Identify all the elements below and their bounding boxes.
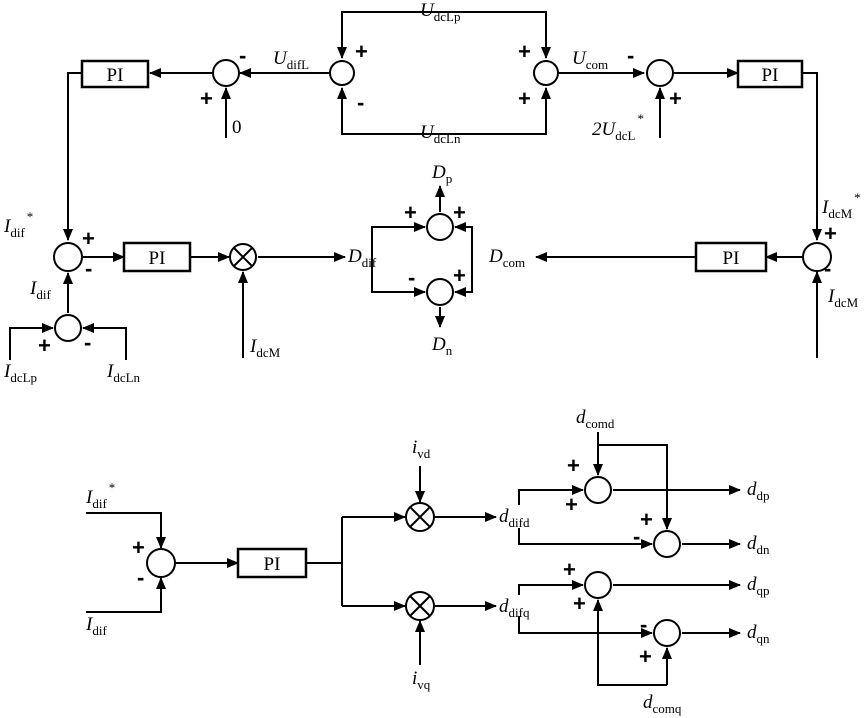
label-i-dcm: IdcM <box>249 336 281 360</box>
sum-junction-idif <box>53 242 83 272</box>
plus-sign: + <box>639 644 652 669</box>
multiplier-top <box>229 243 257 271</box>
sum-junction-bottom-idif <box>146 548 176 578</box>
plus-sign: + <box>453 200 466 225</box>
plus-sign: + <box>518 39 531 64</box>
sum-junction-idcm <box>802 242 832 272</box>
plus-sign: + <box>563 557 576 582</box>
top-wires <box>9 11 822 360</box>
label-i-dclp: IdcLp <box>3 361 37 385</box>
plus-sign: + <box>453 263 466 288</box>
label-u-dcln: UdcLn <box>420 122 461 146</box>
plus-sign: + <box>567 453 580 478</box>
plus-sign: + <box>518 86 531 111</box>
pi-block-top-left: PI <box>80 59 150 89</box>
minus-sign: - <box>357 90 364 115</box>
pi-label: PI <box>723 248 740 269</box>
pi-label: PI <box>762 65 779 86</box>
minus-sign: - <box>824 256 831 281</box>
sum-junction-ucom <box>533 60 559 86</box>
plus-sign: + <box>404 200 417 225</box>
label-bottom-i-dif-ref: Idif* <box>85 480 115 511</box>
label-i-dcm-feedback: IdcM <box>827 286 859 310</box>
plus-sign: + <box>38 333 51 358</box>
plus-sign: + <box>355 39 368 64</box>
minus-sign: - <box>640 612 647 637</box>
label-d-difd: ddifd <box>499 506 530 530</box>
label-d-com: Dcom <box>488 246 525 270</box>
multipliers <box>229 243 435 621</box>
sum-junction-ddn <box>653 530 681 558</box>
sum-junction-right-top <box>646 59 674 87</box>
sum-junction-dqn <box>653 619 681 647</box>
sum-junction-dp <box>426 213 454 241</box>
label-i-dif-ref: Idif* <box>3 209 33 240</box>
minus-sign: - <box>627 43 634 68</box>
pi-label: PI <box>107 65 124 86</box>
label-d-qn: dqn <box>747 622 770 646</box>
label-2-udcl-ref: 2UdcL* <box>592 111 644 143</box>
label-d-n: Dn <box>431 334 453 358</box>
sum-junction-dn <box>426 278 454 306</box>
minus-sign: - <box>239 43 246 68</box>
label-i-dcln: IdcLn <box>106 361 141 385</box>
label-d-comq: dcomq <box>643 692 682 716</box>
sum-junction-left-top <box>212 59 240 87</box>
multiplier-q <box>405 591 435 621</box>
label-i-dcm-ref: IdcM* <box>821 190 861 221</box>
label-d-dif: Ddif <box>347 246 377 270</box>
label-zero: 0 <box>232 117 242 138</box>
minus-sign: - <box>137 565 144 590</box>
label-i-dif: Idif <box>29 278 51 302</box>
pi-label: PI <box>264 554 281 575</box>
multiplier-d <box>405 502 435 532</box>
plus-sign: + <box>200 86 213 111</box>
label-d-p: Dp <box>431 162 452 186</box>
summing-junctions <box>53 59 832 647</box>
pi-block-top-right: PI <box>736 59 804 89</box>
label-u-difl: UdifL <box>273 48 309 72</box>
plus-sign: + <box>82 226 95 251</box>
minus-sign: - <box>84 330 91 355</box>
signal-labels: UdcLp UdcLn UdifL Ucom 0 2UdcL* Idif* Id… <box>3 0 861 716</box>
bottom-wires <box>86 432 741 686</box>
plus-sign: + <box>640 507 653 532</box>
plus-sign: + <box>669 86 682 111</box>
label-u-dclp: UdcLp <box>420 0 460 24</box>
pi-block-bottom: PI <box>236 547 308 579</box>
plus-sign: + <box>824 221 837 246</box>
minus-sign: - <box>633 524 640 549</box>
sum-junction-udifl <box>329 60 355 86</box>
label-d-comd: dcomd <box>576 407 615 431</box>
plus-sign: + <box>573 591 586 616</box>
sum-junction-idif-feedback <box>54 314 82 342</box>
plus-sign: + <box>565 492 578 517</box>
plus-sign: + <box>132 535 145 560</box>
label-u-com: Ucom <box>572 48 608 72</box>
label-i-vd: ivd <box>412 437 431 461</box>
label-bottom-i-dif: Idif <box>85 614 107 638</box>
pi-block-mid-right: PI <box>694 241 768 273</box>
label-d-difq: ddifq <box>499 596 530 620</box>
label-d-dn: ddn <box>747 533 770 557</box>
pi-label: PI <box>149 248 166 269</box>
sum-junction-dqp <box>584 571 612 599</box>
label-i-vq: ivq <box>412 668 431 692</box>
pi-blocks: PI PI PI PI PI <box>80 59 804 579</box>
label-d-dp: ddp <box>747 479 770 503</box>
signs: - + + - + + - + + - + - + + - + + - + - … <box>38 39 837 669</box>
minus-sign: - <box>408 265 415 290</box>
pi-block-mid-left: PI <box>122 241 192 273</box>
label-d-qp: dqp <box>747 574 770 598</box>
sum-junction-ddp <box>584 476 612 504</box>
minus-sign: - <box>85 256 92 281</box>
